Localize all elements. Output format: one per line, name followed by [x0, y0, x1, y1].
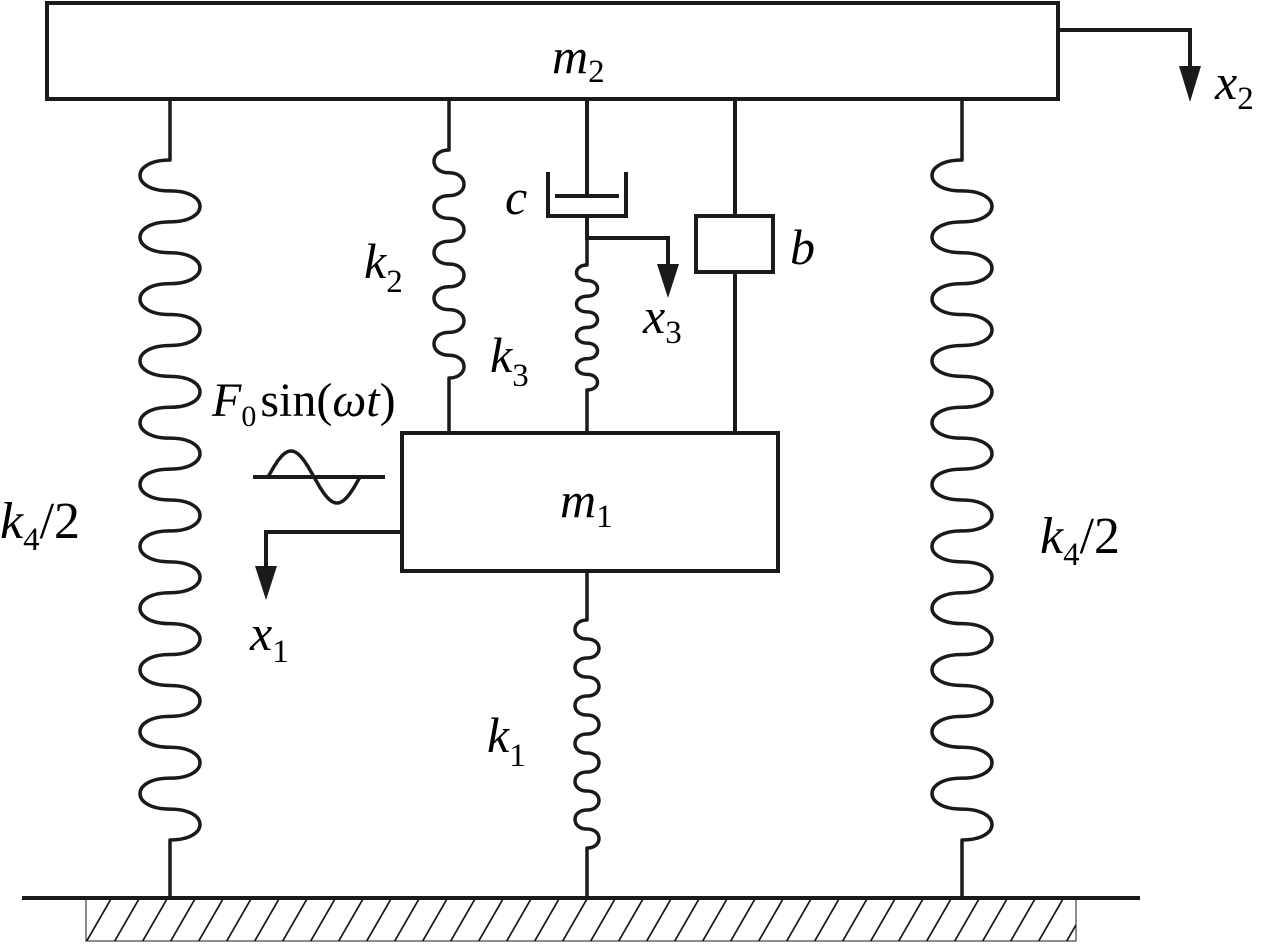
spring-k4-right: [930, 99, 994, 898]
damper-c: [546, 99, 628, 240]
label-m1: m1: [560, 472, 613, 535]
label-m2: m2: [552, 28, 605, 90]
label-k3: k3: [490, 327, 529, 394]
x3-arrow: [587, 236, 679, 298]
spring-k3: [574, 240, 600, 433]
label-c: c: [505, 169, 527, 225]
x1-arrow: [255, 530, 402, 600]
element-b: [694, 99, 775, 433]
label-k4-left: k4/2: [0, 493, 80, 558]
mass-m1-block: [400, 431, 780, 573]
spring-k4-left: [138, 99, 202, 898]
spring-k1: [573, 571, 601, 898]
label-x1: x1: [249, 605, 289, 670]
label-force: F0sin(ωt): [211, 374, 396, 433]
ground-hatch: [85, 898, 1077, 942]
sine-wave-icon: [253, 449, 385, 505]
label-x3: x3: [642, 288, 682, 351]
spring-k2: [432, 99, 466, 433]
label-k1: k1: [487, 707, 526, 774]
x2-arrow: [1058, 28, 1201, 102]
label-b: b: [790, 219, 815, 275]
label-x2: x2: [1214, 54, 1254, 117]
mass-m2-block: [45, 1, 1060, 101]
label-k4-right: k4/2: [1040, 508, 1120, 573]
label-k2: k2: [364, 233, 403, 300]
